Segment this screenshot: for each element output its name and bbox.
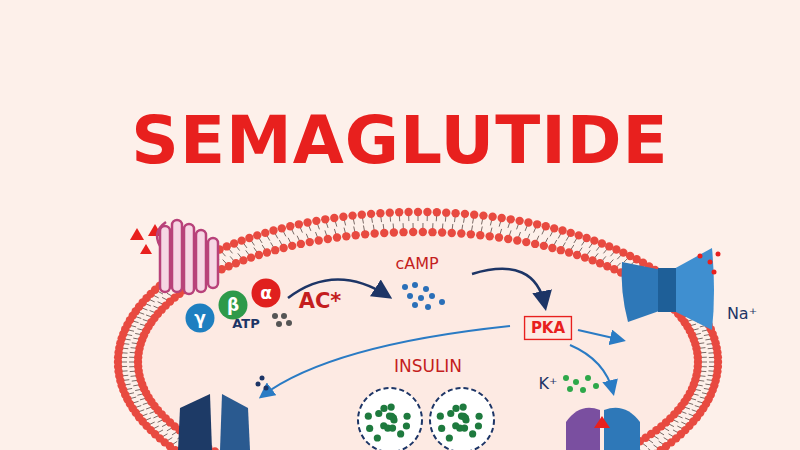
ion-label: Na⁺	[727, 305, 757, 323]
insulin-vesicle	[358, 388, 494, 450]
g-protein-subunit: γ	[185, 303, 215, 333]
node-text: α	[260, 285, 272, 302]
molecule-label: cAMP	[395, 255, 438, 273]
calcium-channel	[178, 394, 250, 450]
camp-dots	[402, 282, 445, 310]
title: SEMAGLUTIDE	[131, 102, 668, 179]
node-text: γ	[194, 310, 206, 327]
katp-channel	[566, 408, 640, 450]
pka-arrow	[570, 345, 613, 392]
enzyme-label: AC*	[299, 290, 342, 313]
g-protein-subunit: β	[218, 290, 248, 320]
sodium-dots	[698, 252, 721, 275]
hormone-label: INSULIN	[394, 357, 462, 376]
molecule-label: ATP	[232, 317, 259, 331]
ion-label: K⁺	[539, 375, 558, 393]
kinase-box: PKA	[524, 316, 573, 341]
ion-dots	[256, 376, 269, 391]
pka-arrow	[578, 330, 622, 340]
atp-dots	[272, 313, 292, 327]
cytoplasm	[136, 230, 700, 450]
sodium-channel	[622, 248, 714, 330]
camp-arrow	[472, 269, 545, 306]
cell-membrane	[114, 208, 722, 450]
node-text: PKA	[531, 321, 565, 336]
pka-arrow	[262, 326, 510, 396]
glp1-receptor	[157, 220, 218, 294]
g-protein-subunit: α	[251, 278, 281, 308]
node-text: β	[227, 297, 239, 314]
potassium-dots	[563, 375, 599, 393]
